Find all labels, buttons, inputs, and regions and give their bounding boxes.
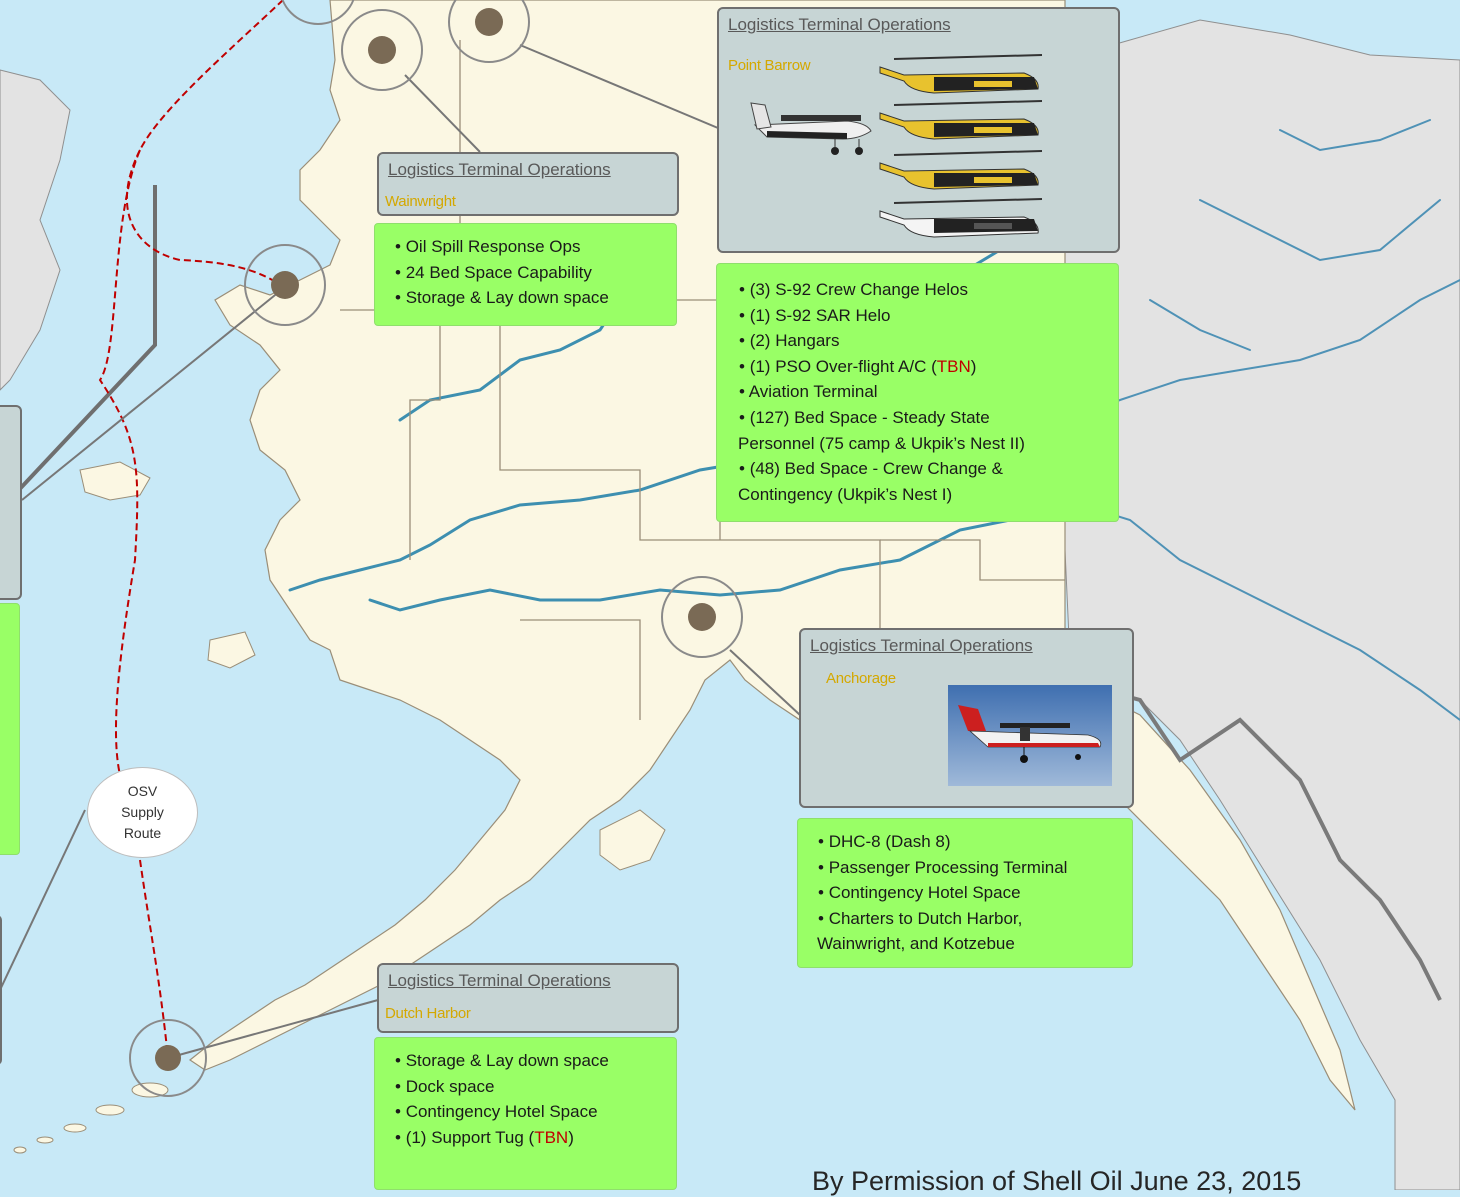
- left-bullet-box: [0, 603, 20, 855]
- point-barrow-location: Point Barrow: [728, 57, 811, 74]
- point-barrow-header: Logistics Terminal Operations Point Barr…: [717, 7, 1120, 253]
- dash8-plane-icon: [948, 685, 1112, 786]
- aleutian-islands: [13, 1082, 169, 1154]
- left-header-box: [0, 405, 22, 600]
- left-lower-box: [0, 915, 2, 1065]
- helicopter-icon: [879, 100, 1043, 140]
- dutch-harbor-title: Logistics Terminal Operations: [388, 971, 611, 990]
- osv-supply-route: [98, 0, 284, 1059]
- dutch-harbor-header: Logistics Terminal Operations Dutch Harb…: [377, 963, 679, 1033]
- wainwright-bullet: Storage & Lay down space: [395, 285, 676, 311]
- close-paren: ): [970, 356, 977, 376]
- dutch-harbor-bullet: Dock space: [395, 1074, 676, 1100]
- osv-label-line: OSV: [127, 783, 158, 799]
- wainwright-bullet: 24 Bed Space Capability: [395, 260, 676, 286]
- dutch-harbor-bullet: Storage & Lay down space: [395, 1048, 676, 1074]
- anchorage-location: Anchorage: [826, 670, 896, 687]
- anchorage-header: Logistics Terminal Operations Anchorage: [799, 628, 1134, 808]
- anchorage-bullet-cont: Wainwright, and Kotzebue: [817, 934, 1015, 954]
- close-paren: ): [568, 1127, 574, 1147]
- russia-land: [0, 69, 71, 391]
- anchorage-bullets: DHC-8 (Dash 8) Passenger Processing Term…: [797, 818, 1133, 968]
- point-barrow-bullet-cont: Contingency (Ukpik’s Nest I): [738, 484, 953, 504]
- point-barrow-bullet: (2) Hangars: [739, 328, 1118, 354]
- osv-label-line: Route: [123, 825, 162, 841]
- dutch-harbor-bullet-text: (1) Support Tug (: [405, 1127, 535, 1147]
- osv-label-line: Supply: [121, 804, 164, 820]
- location-marker-icon: [129, 1019, 207, 1097]
- point-barrow-title: Logistics Terminal Operations: [728, 15, 951, 34]
- anchorage-title: Logistics Terminal Operations: [810, 636, 1033, 655]
- helicopter-icon: [879, 54, 1043, 94]
- nunivak-island: [207, 631, 256, 669]
- dutch-harbor-bullets: Storage & Lay down space Dock space Cont…: [374, 1037, 677, 1190]
- dutch-harbor-bullet: Contingency Hotel Space: [395, 1099, 676, 1125]
- wainwright-bullets: Oil Spill Response Ops 24 Bed Space Capa…: [374, 223, 677, 326]
- anchorage-bullet: Charters to Dutch Harbor,: [818, 906, 1132, 932]
- st-lawrence-island: [79, 461, 151, 501]
- anchorage-bullet: Contingency Hotel Space: [818, 880, 1132, 906]
- maritime-boundary: [0, 185, 157, 512]
- anchorage-bullet: Passenger Processing Terminal: [818, 855, 1132, 881]
- location-marker-icon: [281, 0, 355, 25]
- osv-supply-route-label: OSV Supply Route: [87, 767, 198, 858]
- wainwright-location: Wainwright: [385, 193, 456, 210]
- point-barrow-bullet: (3) S-92 Crew Change Helos: [739, 277, 1118, 303]
- wainwright-title: Logistics Terminal Operations: [388, 160, 611, 179]
- wainwright-header: Logistics Terminal Operations Wainwright: [377, 152, 679, 216]
- location-marker-icon: [448, 0, 530, 63]
- canada-border: [1064, 678, 1442, 1001]
- canada-rivers: [1064, 119, 1460, 721]
- tbn-label: TBN: [534, 1127, 569, 1147]
- point-barrow-bullet: (1) S-92 SAR Helo: [739, 303, 1118, 329]
- point-barrow-bullet-cont: Personnel (75 camp & Ukpik’s Nest II): [738, 433, 1025, 453]
- point-barrow-bullet: Aviation Terminal: [739, 379, 1118, 405]
- tbn-label: TBN: [936, 356, 971, 376]
- kodiak-island: [599, 809, 666, 871]
- point-barrow-bullets: (3) S-92 Crew Change Helos (1) S-92 SAR …: [716, 263, 1119, 522]
- point-barrow-bullet: (127) Bed Space - Steady State: [739, 405, 1118, 431]
- connector-lines: [0, 44, 801, 1059]
- point-barrow-bullet-tbn: (1) PSO Over-flight A/C (TBN): [739, 354, 1118, 380]
- anchorage-bullet: DHC-8 (Dash 8): [818, 829, 1132, 855]
- credit-text: By Permission of Shell Oil June 23, 2015: [812, 1166, 1302, 1196]
- point-barrow-bullet-text: (1) PSO Over-flight A/C (: [749, 356, 937, 376]
- location-marker-icon: [661, 576, 743, 658]
- twin-otter-plane-icon: [750, 102, 872, 155]
- point-barrow-bullet: (48) Bed Space - Crew Change &: [739, 456, 1118, 482]
- helicopter-icon: [879, 198, 1043, 238]
- helicopter-icon: [879, 150, 1043, 190]
- dutch-harbor-bullet-tbn: (1) Support Tug (TBN): [395, 1125, 676, 1151]
- location-markers: [129, 0, 743, 1097]
- location-marker-icon: [244, 244, 326, 326]
- wainwright-bullet: Oil Spill Response Ops: [395, 234, 676, 260]
- dutch-harbor-location: Dutch Harbor: [385, 1005, 471, 1022]
- location-marker-icon: [341, 9, 423, 91]
